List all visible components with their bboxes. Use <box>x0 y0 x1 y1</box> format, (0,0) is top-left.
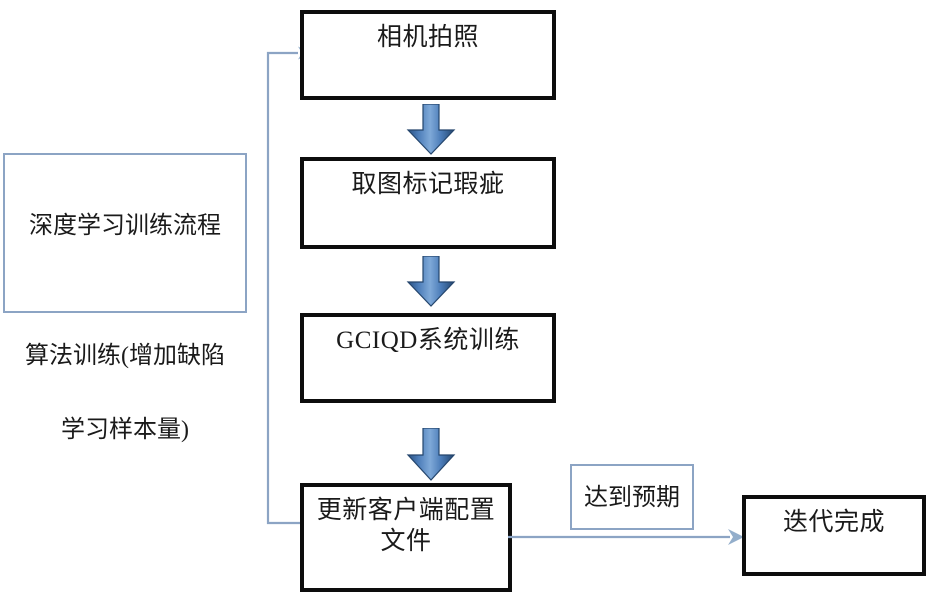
arrow-capture-to-marking <box>406 104 456 155</box>
update-client-config-box[interactable]: 更新客户端配置 文件 <box>300 483 512 592</box>
iteration-complete-box[interactable]: 迭代完成 <box>742 495 926 576</box>
iteration-complete-label: 迭代完成 <box>782 509 885 536</box>
expectation-note-label: 达到预期 <box>584 485 680 511</box>
feedback-loop-update-to-capture <box>266 46 311 525</box>
update-client-config-label: 更新客户端配置 文件 <box>316 497 496 556</box>
training-process-note-text: 深度学习训练流程 算法训练(增加缺陷 学习样本量) <box>25 155 225 487</box>
note-line-1: 深度学习训练流程 <box>29 213 221 240</box>
image-defect-marking-box[interactable]: 取图标记瑕疵 <box>300 157 556 249</box>
camera-capture-label: 相机拍照 <box>376 24 479 51</box>
note-spacer <box>25 283 225 301</box>
gciqd-system-training-label: GCIQD系统训练 <box>336 327 520 354</box>
expectation-note: 达到预期 <box>570 464 694 530</box>
note-line-3: 学习样本量) <box>61 417 189 444</box>
arrow-training-to-update <box>406 428 456 481</box>
arrow-marking-to-training <box>406 256 456 307</box>
camera-capture-box[interactable]: 相机拍照 <box>300 10 556 100</box>
training-process-note: 深度学习训练流程 算法训练(增加缺陷 学习样本量) <box>3 153 247 443</box>
note-line-2: 算法训练(增加缺陷 <box>25 342 225 369</box>
gciqd-system-training-box[interactable]: GCIQD系统训练 <box>300 313 556 403</box>
image-defect-marking-label: 取图标记瑕疵 <box>351 171 505 198</box>
